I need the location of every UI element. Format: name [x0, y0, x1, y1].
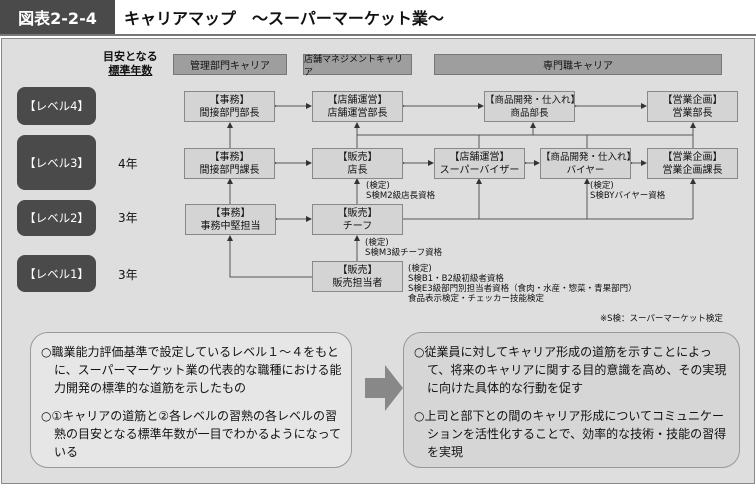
- position-l2-chief: 【販売】チーフ: [312, 204, 403, 235]
- position-l3-buyer: 【商品開発・仕入れ】バイヤー: [540, 148, 636, 179]
- cert-manager: (検定)S検M2級店長資格: [366, 181, 436, 201]
- position-l4-merch: 【商品開発・仕入れ】商品部長: [484, 91, 580, 122]
- years-level-1: 3年: [118, 268, 138, 282]
- position-l3-sv: 【店舗運営】スーパーバイザー: [434, 148, 525, 179]
- position-l3-sales: 【営業企画】営業企画課長: [647, 148, 738, 179]
- position-l4-sales: 【営業企画】営業部長: [647, 91, 738, 122]
- summary-box-left: ○職業能力評価基準で設定しているレベル１～４をもとに、スーパーマーケット業の代表…: [30, 332, 352, 468]
- position-l2-admin: 【事務】事務中堅担当: [185, 204, 276, 235]
- position-l4-admin: 【事務】間接部門部長: [184, 91, 275, 122]
- figure-label: 図表2-2-4: [0, 0, 115, 34]
- position-l3-store: 【販売】店長: [312, 148, 403, 179]
- summary-box-right: ○従業員に対してキャリア形成の道筋を示すことによって、将来のキャリアに関する目的…: [403, 332, 740, 468]
- cert-buyer: (検定)S検BYバイヤー資格: [590, 181, 666, 201]
- years-level-2: 3年: [118, 211, 138, 225]
- position-l3-admin: 【事務】間接部門課長: [184, 148, 275, 179]
- position-l1-sales: 【販売】販売担当者: [312, 261, 403, 292]
- divider: [0, 34, 756, 36]
- years-header: 目安となる 標準年数: [103, 50, 158, 77]
- track-admin: 管理部門キャリア: [173, 54, 287, 75]
- level-4: 【レベル4】: [17, 87, 96, 125]
- track-specialist: 専門職キャリア: [434, 54, 722, 75]
- level-2: 【レベル2】: [17, 200, 96, 236]
- years-level-3: 4年: [118, 157, 138, 171]
- level-1: 【レベル1】: [17, 255, 96, 292]
- footnote: ※S検：スーパーマーケット検定: [600, 314, 723, 324]
- right-arrow-icon: [365, 365, 403, 411]
- level-3: 【レベル3】: [17, 135, 96, 190]
- page-title: キャリアマップ ～スーパーマーケット業～: [124, 9, 444, 28]
- cert-chief: (検定)S検M3級チーフ資格: [365, 238, 443, 258]
- position-l4-store: 【店舗運営】店舗運営部長: [312, 91, 403, 122]
- track-store: 店舗マネジメントキャリア: [303, 54, 412, 78]
